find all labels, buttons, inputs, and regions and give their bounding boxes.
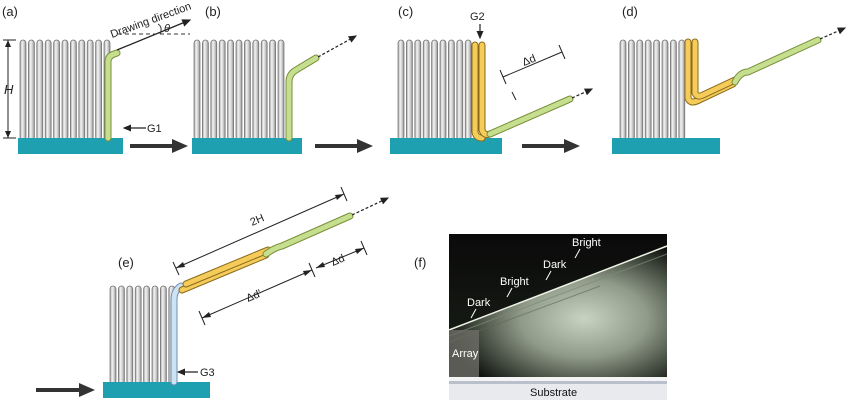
fiber-green-d: [732, 37, 821, 85]
delta-d-prime-label: Δd': [244, 288, 263, 305]
photo-label-dark-top: Dark: [543, 259, 567, 271]
panel-f: (f) Bright Dark Bright Dark Array Substr…: [414, 234, 668, 400]
nanotube: [218, 39, 226, 141]
panel-d-label: (d): [622, 4, 638, 19]
nanotube: [95, 39, 102, 141]
nanotube: [70, 39, 77, 141]
fiber-yellow-d1: [685, 39, 736, 105]
g3-label: G3: [200, 367, 215, 379]
nanotube: [678, 39, 686, 141]
drawing-arrow-b: [317, 35, 358, 58]
nanotube: [109, 285, 117, 385]
theta-label: θ: [164, 23, 170, 35]
panel-e-label: (e): [118, 255, 134, 270]
panel-e: (e) 2H Δd' Δd G3: [103, 186, 390, 398]
nanotube: [670, 39, 677, 141]
nanotube: [78, 39, 86, 141]
nanotube: [431, 39, 438, 141]
delta-d-prime-dimension: [201, 269, 313, 319]
substrate-c: [390, 138, 502, 154]
photo-label-bright: Bright: [500, 276, 529, 288]
nanotube: [260, 39, 268, 141]
nanotube: [628, 39, 635, 141]
nanotube: [193, 39, 201, 141]
nanotube: [143, 285, 150, 385]
nanotube: [19, 39, 27, 141]
photo-label-bright-top: Bright: [572, 237, 601, 249]
nanotube: [44, 39, 52, 141]
panel-a: (a) Drawing direction θ H G1: [2, 0, 193, 154]
nanotube: [235, 39, 243, 141]
panel-d: (d): [612, 4, 847, 154]
drawing-direction-arrow: [116, 19, 192, 51]
substrate-e: [103, 382, 210, 398]
fiber-blue-e: [171, 283, 184, 385]
nanotube: [126, 285, 134, 385]
nanotube: [118, 285, 125, 385]
panel-b: (b): [192, 4, 358, 154]
nanotube: [661, 39, 669, 141]
fiber-green-e: [263, 213, 353, 257]
two-h-label: 2H: [248, 212, 266, 229]
tube-array-a: [19, 39, 111, 141]
nanotube: [448, 39, 455, 141]
nanotube: [619, 39, 627, 141]
nanotube: [36, 39, 44, 141]
nanotube: [227, 39, 234, 141]
g1-label: G1: [147, 123, 162, 135]
nanotube: [134, 285, 142, 385]
nanotube: [422, 39, 430, 141]
panel-b-label: (b): [205, 4, 221, 19]
nanotube: [53, 39, 60, 141]
fiber-yellow-d2: [692, 39, 738, 99]
panel-c: (c) G2 Δd: [390, 4, 594, 154]
fiber-green-c: [487, 96, 573, 137]
nanotube: [252, 39, 260, 141]
nanotube: [210, 39, 218, 141]
theta-arc: [157, 23, 162, 35]
nanotube: [439, 39, 447, 141]
fiber-yellow-e1: [179, 252, 269, 293]
fiber-yellow-c2: [479, 42, 493, 137]
two-h-dimension: [175, 193, 345, 269]
nanotube: [397, 39, 405, 141]
fiber-yellow-e2: [183, 247, 271, 287]
nanotube: [414, 39, 422, 141]
nanotube: [644, 39, 652, 141]
nanotube: [653, 39, 660, 141]
nanotube: [202, 39, 209, 141]
substrate-b: [192, 138, 302, 154]
nanotube: [406, 39, 413, 141]
g2-label: G2: [470, 11, 485, 23]
photo-label-array: Array: [452, 348, 479, 360]
delta-d-label: Δd: [521, 53, 538, 69]
nanotube: [456, 39, 464, 141]
fiber-yellow-c1: [472, 42, 485, 141]
nanotube: [636, 39, 644, 141]
fiber-green-a: [105, 50, 120, 141]
nanotube: [28, 39, 35, 141]
substrate-d: [612, 138, 720, 154]
nanotube: [464, 39, 472, 141]
nanotube: [277, 39, 285, 141]
photo-label-substrate: Substrate: [530, 387, 577, 399]
nanotube: [61, 39, 69, 141]
nanotube: [160, 285, 167, 385]
panel-a-label: (a): [2, 4, 18, 19]
drawing-direction-label: Drawing direction: [109, 0, 193, 40]
height-label: H: [4, 82, 14, 97]
fiber-green-b: [286, 55, 319, 141]
substrate-a: [18, 138, 123, 154]
nanotube: [244, 39, 251, 141]
delta-d-dimension: [502, 51, 563, 78]
photo-micrograph: [448, 234, 668, 400]
nanotube: [151, 285, 159, 385]
panel-f-label: (f): [414, 255, 426, 270]
panel-c-label: (c): [398, 4, 413, 19]
delta-d2-label: Δd: [329, 252, 346, 268]
nanotube: [269, 39, 276, 141]
photo-label-dark: Dark: [467, 297, 491, 309]
nanotube: [86, 39, 94, 141]
